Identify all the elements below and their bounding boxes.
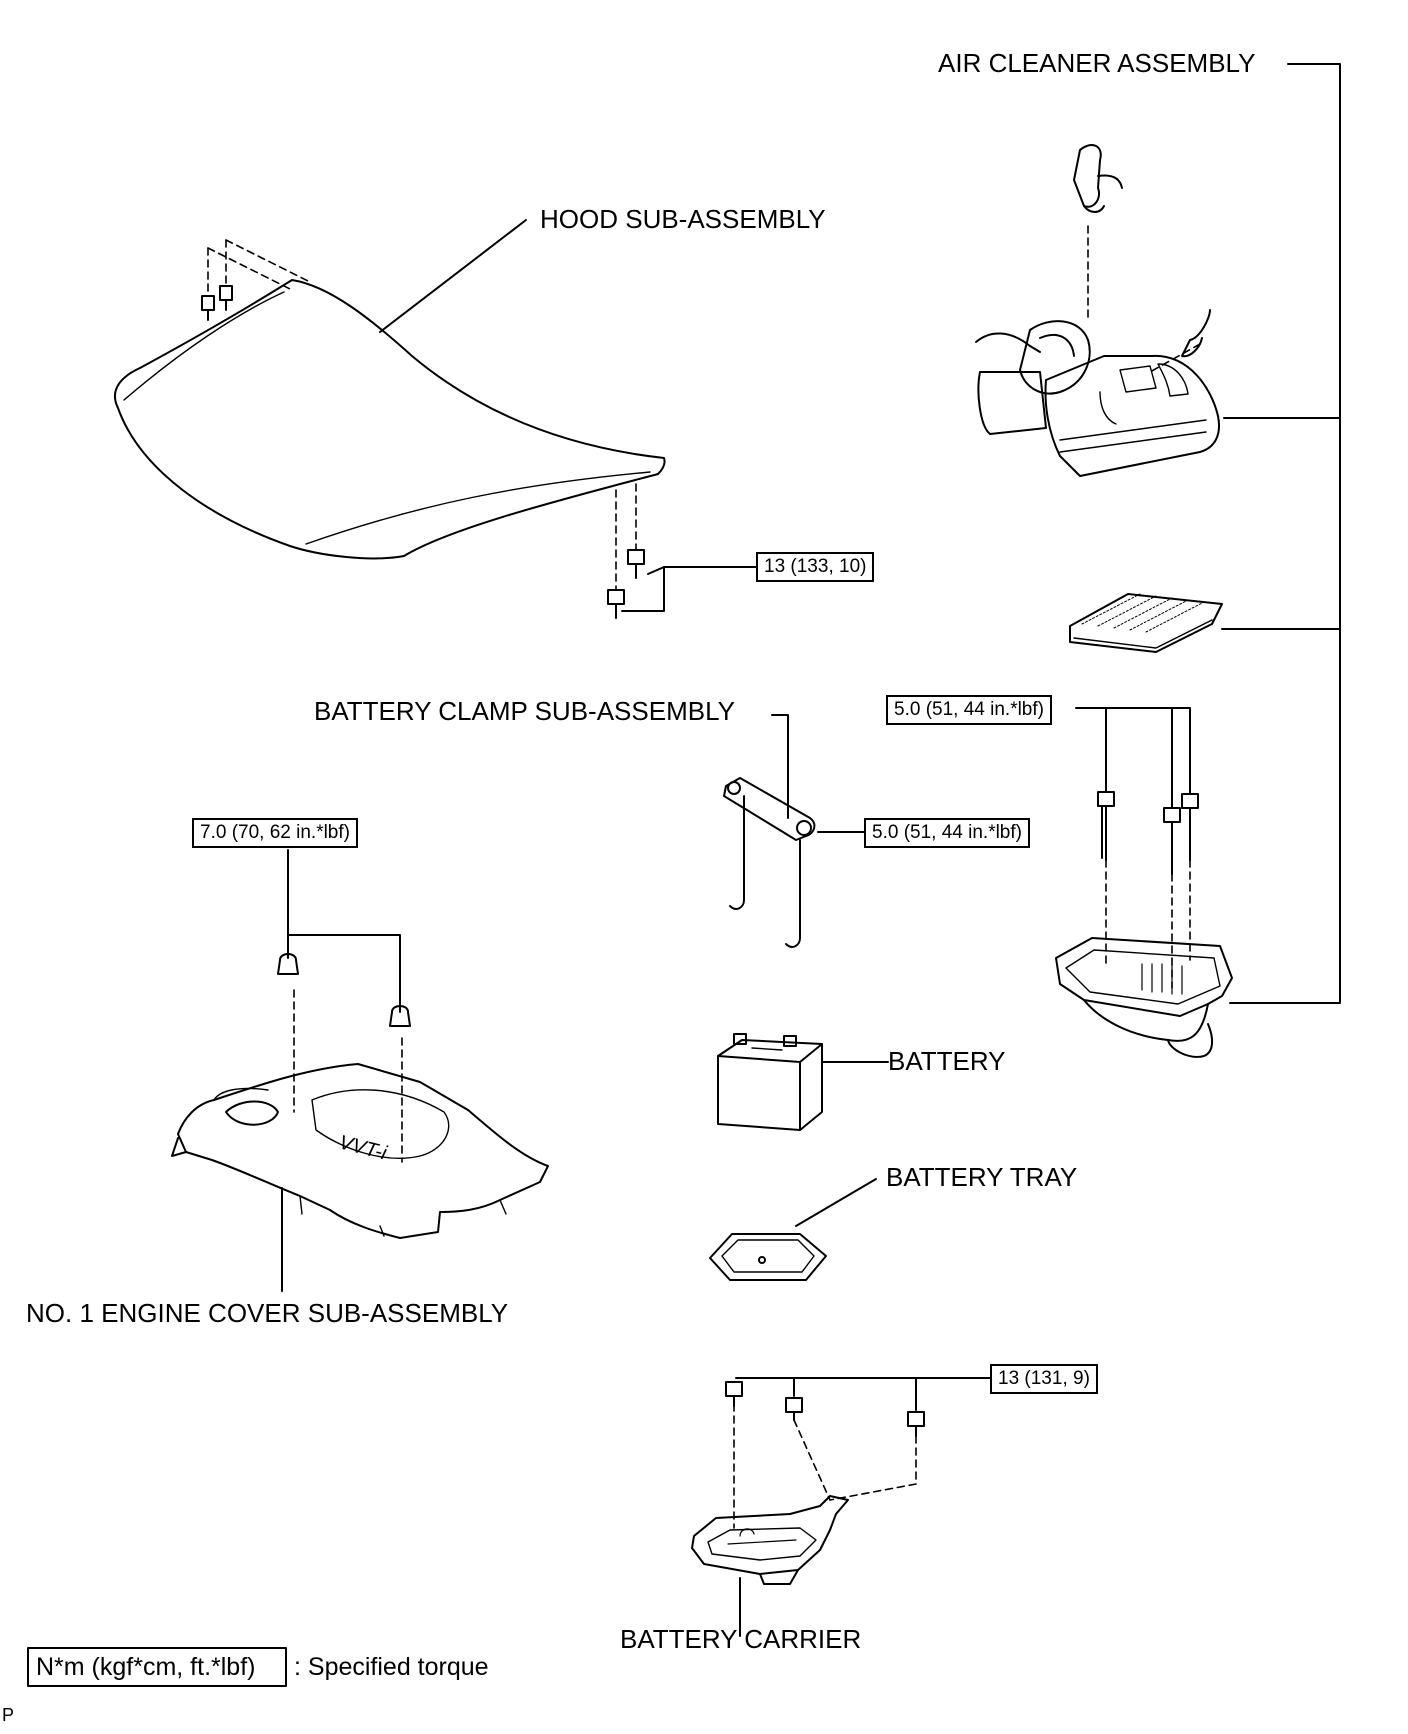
hood-sub-assembly-part: [113, 279, 666, 619]
air-cleaner-cover-part: [975, 144, 1220, 477]
air-cleaner-case-part: [1055, 791, 1233, 1058]
torque-air-cleaner-bolts: 5.0 (51, 44 in.*lbf): [886, 695, 1052, 725]
air-filter-part: [1069, 593, 1223, 653]
torque-engine-cover-nuts: 7.0 (70, 62 in.*lbf): [192, 818, 358, 848]
torque-clamp-nut: 5.0 (51, 44 in.*lbf): [864, 818, 1030, 848]
label-battery-carrier: BATTERY CARRIER: [620, 1624, 862, 1654]
dashed-alignment-lines: [207, 225, 1201, 1529]
label-battery: BATTERY: [888, 1046, 1006, 1076]
label-engine-cover-sub-assembly: NO. 1 ENGINE COVER SUB-ASSEMBLY: [26, 1298, 509, 1328]
label-battery-clamp-sub-assembly: BATTERY CLAMP SUB-ASSEMBLY: [314, 696, 735, 726]
svg-text:VVT-i: VVT-i: [337, 1132, 390, 1165]
torque-carrier-bolts: 13 (131, 9): [990, 1364, 1098, 1394]
label-hood-sub-assembly: HOOD SUB-ASSEMBLY: [540, 204, 826, 234]
legend-unit-text: N*m (kgf*cm, ft.*lbf): [36, 1653, 256, 1681]
battery-tray-part: [709, 1233, 827, 1281]
battery-part: [717, 1033, 823, 1131]
label-air-cleaner-assembly: AIR CLEANER ASSEMBLY: [938, 48, 1256, 78]
legend-description: : Specified torque: [294, 1653, 489, 1681]
label-battery-tray: BATTERY TRAY: [886, 1162, 1078, 1192]
footer-code: P: [2, 1705, 15, 1725]
engine-cover-part: VVT-i: [171, 953, 549, 1239]
legend-torque-box: [27, 1647, 287, 1687]
battery-clamp-part: [723, 777, 816, 948]
torque-hood-bolts: 13 (133, 10): [756, 552, 875, 582]
battery-carrier-part: [691, 1381, 925, 1585]
leader-lines: [281, 63, 1341, 1637]
